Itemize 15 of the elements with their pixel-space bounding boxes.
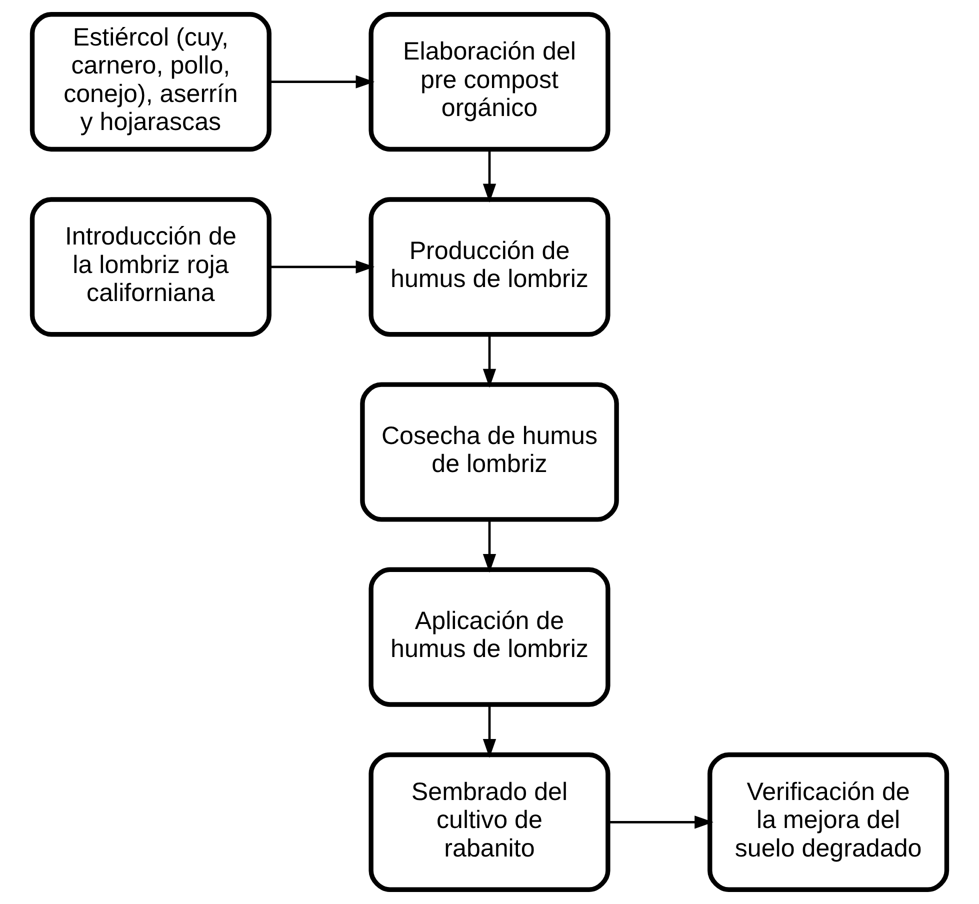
node-box: Elaboración del pre compost orgánico (368, 12, 610, 152)
node-box: Aplicación de humus de lombriz (368, 567, 610, 707)
arrow (269, 260, 375, 274)
arrow (608, 816, 714, 829)
arrow (482, 150, 496, 203)
node-box: Introducción de la lombriz roja californiana (30, 197, 272, 337)
arrow (482, 334, 496, 388)
node-box: Estiércol (cuy, carnero, pollo, conejo), aserrín y hojarascas (30, 12, 272, 152)
node-box: Producción de humus de lombriz (368, 197, 610, 337)
node-box: Verificación de la mejora del suelo degradado (708, 752, 950, 892)
node-box: Cosecha de humus de lombriz (360, 382, 619, 522)
node-box: Sembrado del cultivo de rabanito (368, 752, 610, 892)
arrow (482, 704, 496, 758)
arrow (482, 520, 496, 573)
arrow (269, 75, 375, 88)
